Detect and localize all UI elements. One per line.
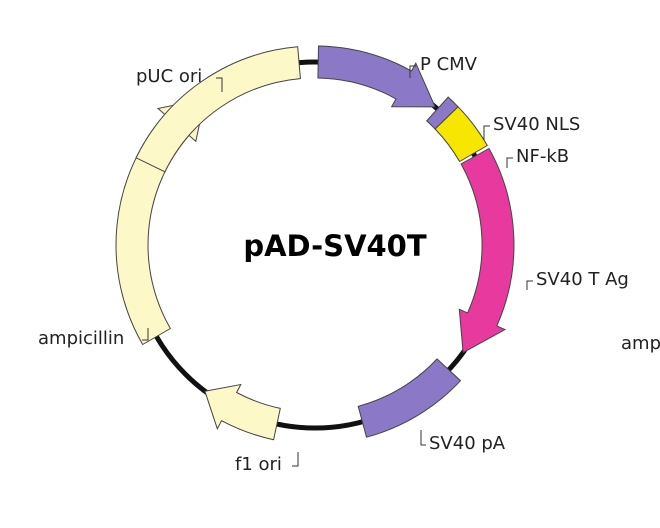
feature-layer (115, 45, 515, 441)
label-nf-kb: NF-kB (516, 146, 569, 167)
feature-puc-ori (135, 46, 301, 173)
label-p-cmv: P CMV (420, 54, 478, 75)
feature-f1-ori (204, 383, 281, 441)
leader-sv40-pa (420, 430, 426, 446)
feature-nf-kb (434, 106, 488, 163)
label-ampicillin: ampicillin (38, 328, 124, 349)
feature-sv40-t-ag (458, 147, 515, 354)
leader-p-cmv (409, 65, 416, 78)
leader-nf-kb (506, 157, 513, 168)
leader-layer (142, 65, 533, 467)
label-sv40-t-ag: SV40 T Ag (536, 269, 629, 290)
label-sv40-nls: SV40 NLS (493, 114, 580, 135)
label-sv40-pa: SV40 pA (429, 433, 506, 454)
feature-p-cmv (317, 45, 436, 108)
label-amp-clipped: amp (621, 333, 660, 354)
plasmid-name: pAD-SV40T (243, 229, 427, 263)
leader-puc-ori (216, 77, 223, 92)
leader-sv40-t-ag (526, 280, 533, 290)
leader-ampicillin (142, 328, 149, 341)
feature-sv40-pa (357, 358, 462, 438)
label-f1-ori: f1 ori (235, 454, 282, 475)
label-puc-ori: pUC ori (136, 66, 202, 87)
leader-f1-ori (292, 452, 299, 467)
leader-sv40-nls (483, 125, 490, 140)
